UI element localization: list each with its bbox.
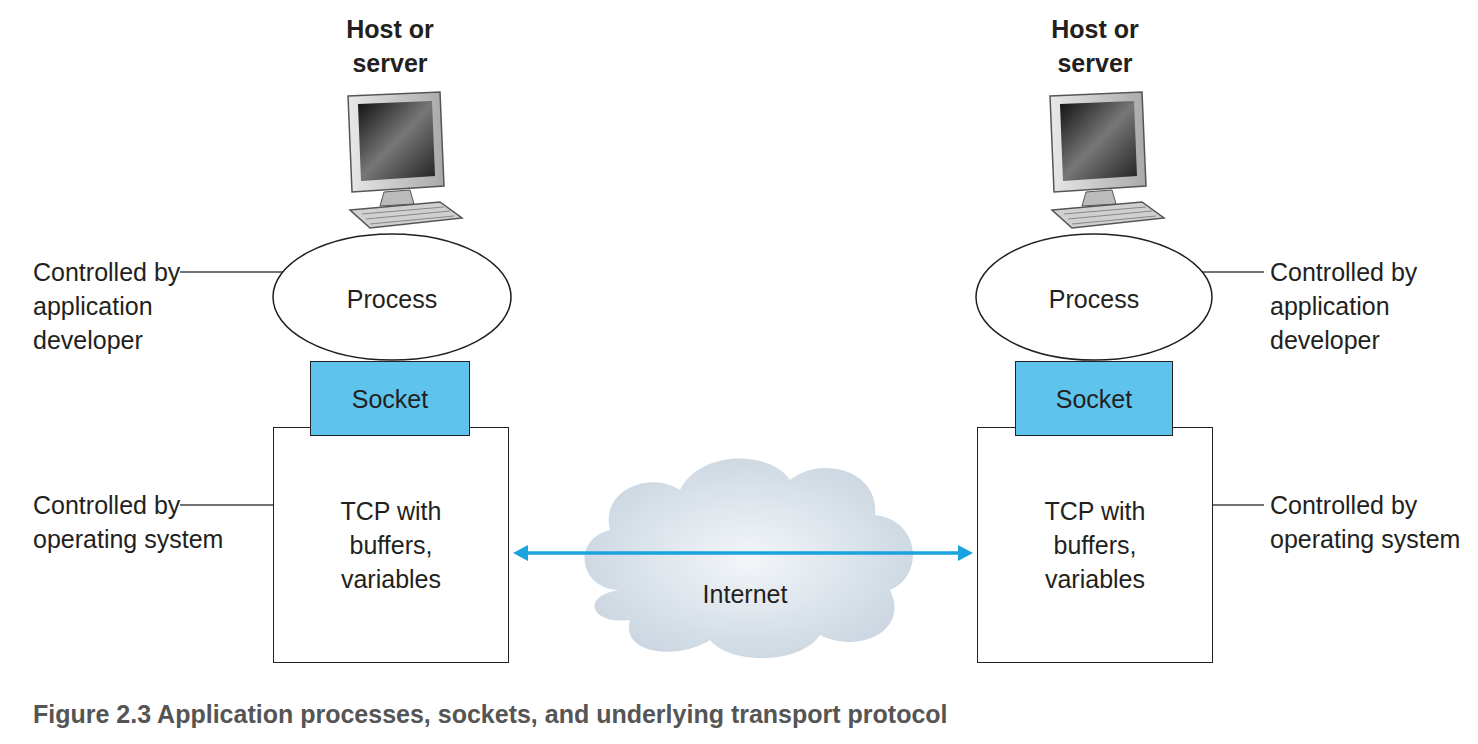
node-text: TCP with buffers, variables — [1020, 494, 1170, 596]
node-text: Socket — [352, 382, 428, 416]
computer-icon — [1050, 92, 1164, 228]
node-text: Process — [1049, 282, 1139, 316]
host-label: Host or server — [1005, 12, 1185, 80]
computer-icon — [348, 92, 462, 228]
transport-box: TCP with buffers, variables — [977, 427, 1213, 663]
leader-line — [1213, 504, 1264, 505]
callout-label: Controlled by operating system — [1270, 488, 1475, 556]
node-text: Socket — [1056, 382, 1132, 416]
leader-line — [180, 504, 273, 505]
transport-box: TCP with buffers, variables — [273, 427, 509, 663]
leader-line — [1196, 271, 1264, 272]
socket-box: Socket — [1015, 361, 1173, 436]
process-ellipse: Process — [975, 233, 1213, 361]
arrow-head — [958, 545, 973, 561]
arrow-head — [513, 545, 528, 561]
node-text: TCP with buffers, variables — [316, 494, 466, 596]
host-label: Host or server — [300, 12, 480, 80]
internet-cloud: Internet — [560, 440, 930, 660]
cloud-shape — [560, 440, 930, 660]
callout-label: Controlled by operating system — [33, 488, 238, 556]
socket-box: Socket — [310, 361, 470, 436]
callout-label: Controlled by application developer — [33, 255, 238, 357]
callout-label: Controlled by application developer — [1270, 255, 1475, 357]
node-text: Process — [347, 282, 437, 316]
figure-caption: Figure 2.3 Application processes, socket… — [33, 697, 948, 731]
process-ellipse: Process — [272, 233, 512, 361]
leader-line — [180, 271, 292, 272]
node-text: Internet — [560, 577, 930, 611]
